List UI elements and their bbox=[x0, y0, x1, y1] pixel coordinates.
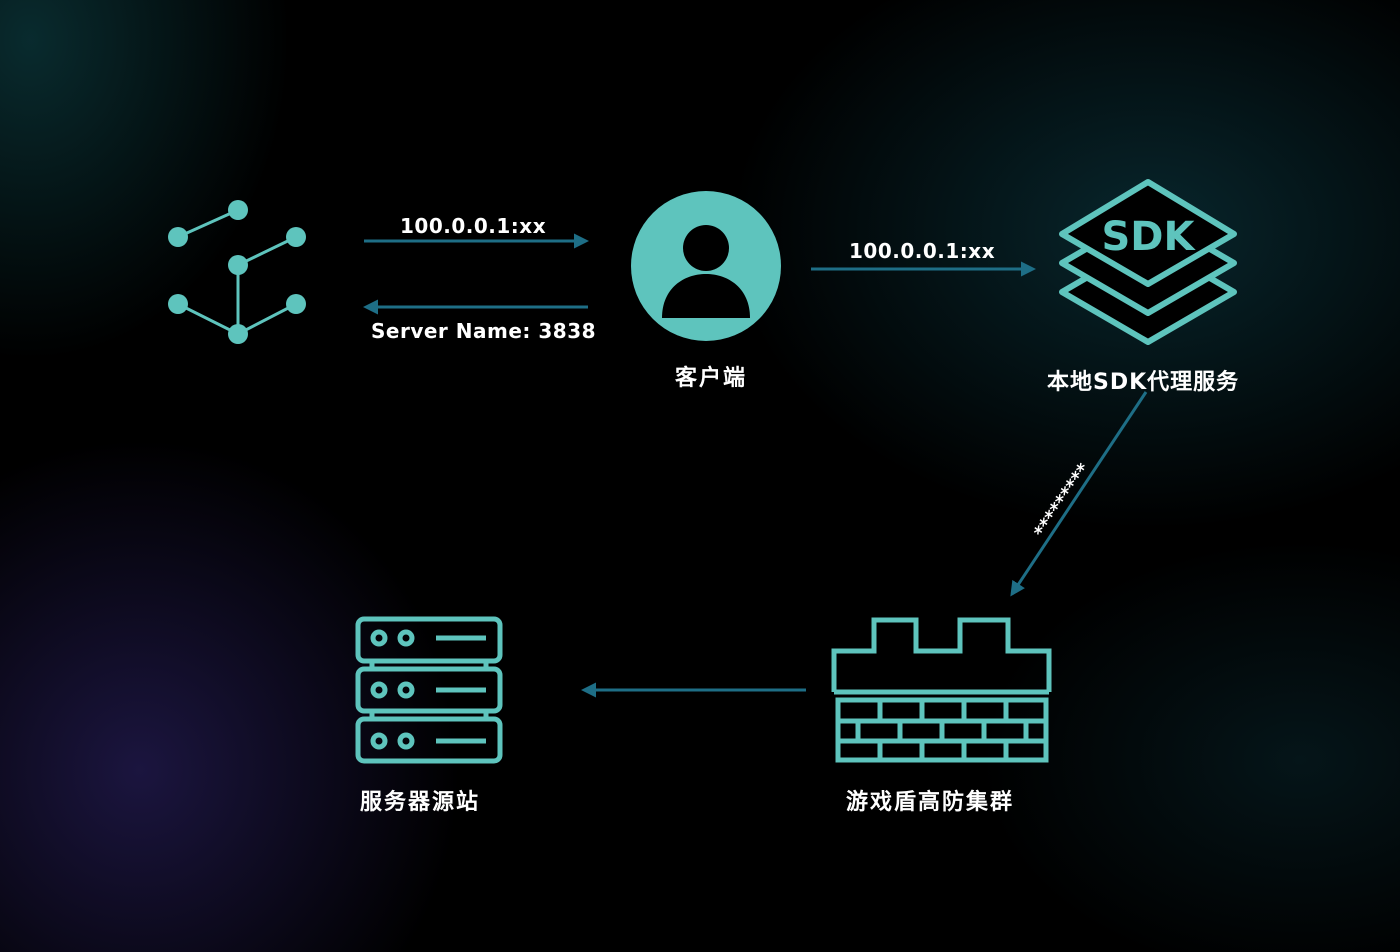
server-rack-icon bbox=[355, 616, 503, 764]
user-icon bbox=[631, 191, 781, 341]
firewall-icon bbox=[831, 617, 1052, 763]
node-label-firewall: 游戏盾高防集群 bbox=[846, 790, 1015, 815]
edge-label-network-to-client: 100.0.0.1:xx bbox=[400, 214, 547, 238]
arrow-sdk-to-firewall bbox=[1010, 391, 1148, 597]
node-label-origin: 服务器源站 bbox=[360, 790, 481, 815]
node-label-sdk: 本地SDK代理服务 bbox=[1047, 370, 1240, 395]
network-nodes bbox=[168, 200, 306, 344]
edge-label-client-to-network: Server Name: 3838 bbox=[371, 319, 597, 343]
node-label-client: 客户端 bbox=[675, 366, 748, 391]
sdk-stack-icon bbox=[1059, 179, 1237, 345]
sdk-icon-text: SDK bbox=[1101, 214, 1196, 260]
edge-label-client-to-sdk: 100.0.0.1:xx bbox=[849, 239, 996, 263]
network-tree-icon bbox=[177, 208, 297, 336]
